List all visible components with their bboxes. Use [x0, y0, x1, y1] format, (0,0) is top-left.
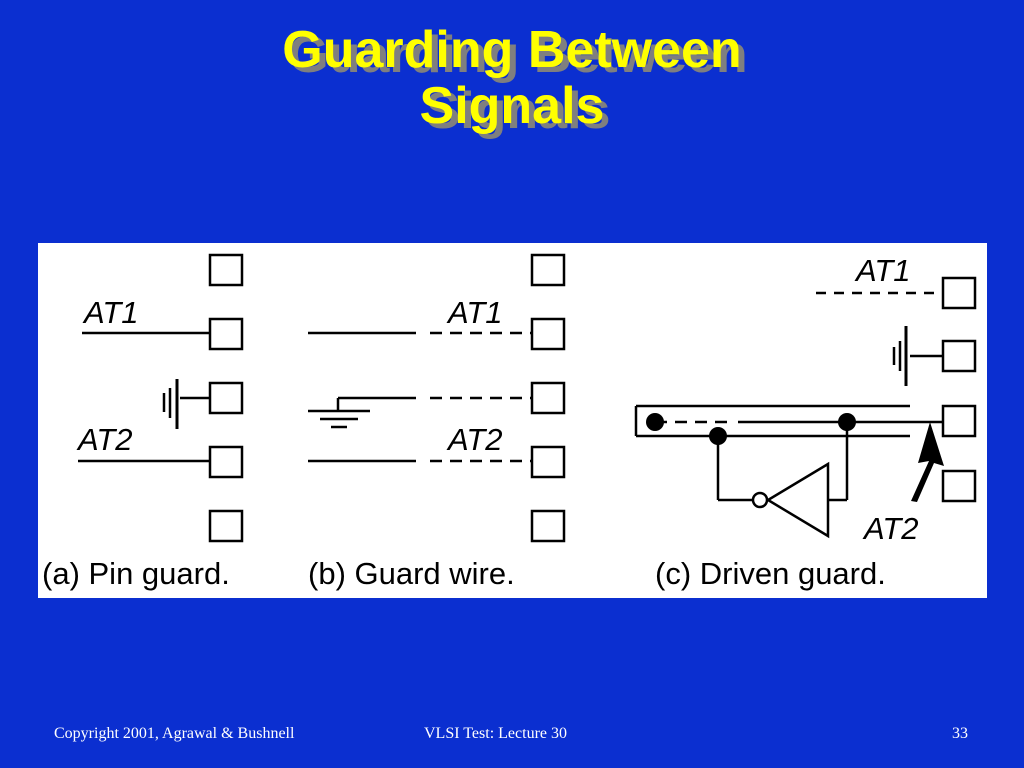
- panel-b-pin-4: [530, 445, 566, 479]
- panel-c-node-right: [838, 413, 856, 431]
- panel-c-signal-1-label: AT1: [854, 253, 911, 288]
- panel-c-caption: (c) Driven guard.: [655, 556, 886, 591]
- panel-b-pin-1: [530, 253, 566, 287]
- panel-c-pin-4: [941, 469, 977, 503]
- panel-c-ground-icon: [892, 326, 943, 386]
- panel-b-pin-5: [530, 509, 566, 543]
- slide-title-line-1: Guarding Between: [282, 21, 742, 79]
- panel-a-caption: (a) Pin guard.: [42, 556, 230, 591]
- panel-c-pin-3: [941, 404, 977, 438]
- panel-c-buffer-amplifier: [765, 461, 830, 539]
- panel-a-signal-2-label: AT2: [76, 422, 133, 457]
- panel-a-pin-3: [208, 381, 244, 415]
- panel-c-inverter-bubble: [751, 491, 769, 509]
- slide-title: Guarding Between Signals: [0, 22, 1024, 134]
- panel-c-arrow-icon: [911, 422, 944, 502]
- panel-a-pin-1: [208, 253, 244, 287]
- panel-c-pin-2: [941, 339, 977, 373]
- panel-c-signal-2-label: AT2: [862, 511, 919, 546]
- panel-b-ground-icon: [308, 398, 370, 429]
- panel-b-signal-2-label: AT2: [446, 422, 503, 457]
- footer-course: VLSI Test: Lecture 30: [424, 725, 567, 742]
- panel-a-pin-2: [208, 317, 244, 351]
- footer-page-number: 33: [952, 725, 968, 742]
- panel-c-driven-guard: [634, 276, 977, 539]
- panel-c-node-loop: [709, 427, 727, 445]
- guarding-diagram: AT1 AT2 AT1 AT2 AT1 AT2 (a) Pin guard. (…: [42, 253, 977, 591]
- panel-c-node-left: [646, 413, 664, 431]
- footer-copyright: Copyright 2001, Agrawal & Bushnell: [54, 725, 295, 742]
- panel-a-ground-icon: [162, 379, 210, 429]
- panel-a-pin-5: [208, 509, 244, 543]
- panel-a-signal-1-label: AT1: [82, 295, 139, 330]
- panel-a-pin-guard: [78, 253, 244, 543]
- slide-title-line-2: Signals: [419, 77, 605, 135]
- panel-a-pin-4: [208, 445, 244, 479]
- guarding-figure: AT1 AT2 AT1 AT2 AT1 AT2 (a) Pin guard. (…: [38, 243, 987, 598]
- panel-b-pin-2: [530, 317, 566, 351]
- panel-b-signal-1-label: AT1: [446, 295, 503, 330]
- panel-b-guard-wire: [308, 253, 566, 543]
- panel-c-pin-1: [941, 276, 977, 310]
- panel-b-caption: (b) Guard wire.: [308, 556, 515, 591]
- panel-b-pin-3: [530, 381, 566, 415]
